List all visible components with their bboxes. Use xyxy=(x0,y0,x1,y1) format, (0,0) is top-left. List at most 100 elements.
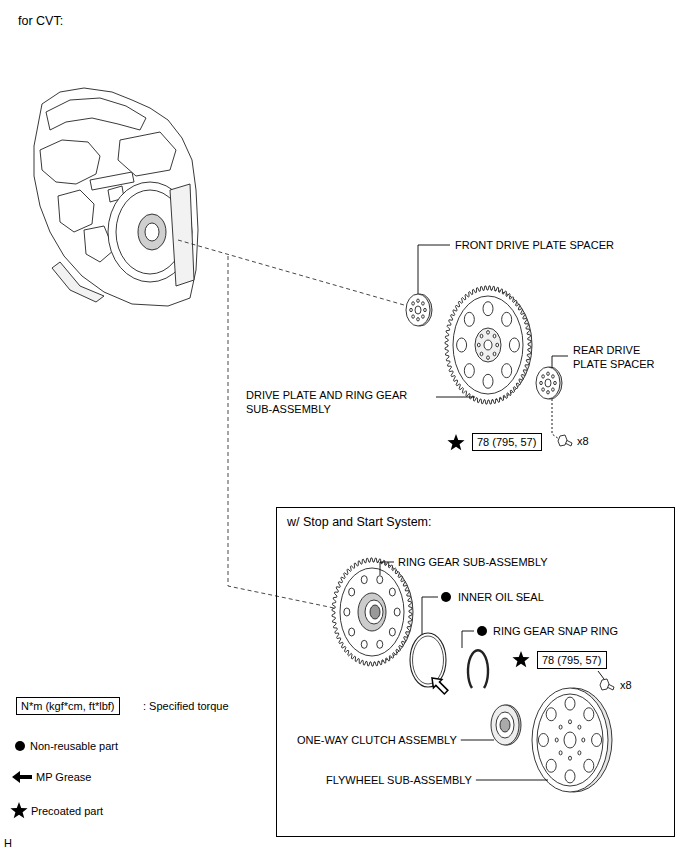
illustration-part xyxy=(491,705,519,745)
snap-ring xyxy=(468,650,488,688)
illustration-part xyxy=(496,712,514,738)
illustration-part xyxy=(546,759,556,772)
illustration-part xyxy=(547,372,550,375)
illustration-part xyxy=(349,628,355,636)
illustration-part xyxy=(480,352,483,356)
part-name: INNER OIL SEAL xyxy=(458,590,544,604)
illustration-part xyxy=(569,756,572,760)
illustration-part xyxy=(389,628,395,636)
illustration-part xyxy=(361,640,367,648)
illustration-part xyxy=(58,190,94,232)
illustration-part xyxy=(340,568,404,656)
illustration-part xyxy=(457,338,467,352)
figure-id: H xyxy=(4,836,12,850)
precoated-star xyxy=(512,651,529,667)
illustration-part xyxy=(487,356,490,360)
illustration-part xyxy=(592,734,602,747)
illustration-part xyxy=(545,379,551,387)
illustration-part xyxy=(349,588,355,596)
illustration-part xyxy=(377,576,383,584)
symbols xyxy=(10,434,529,818)
illustration-part xyxy=(464,312,474,326)
illustration-part xyxy=(536,367,560,399)
grease-arrow xyxy=(428,674,451,697)
illustration-part xyxy=(228,256,334,608)
illustration-part xyxy=(170,184,194,286)
illustration-part xyxy=(389,588,395,596)
node-text: N*m (kgf*cm, ft*lbf) xyxy=(21,699,115,713)
part-name: REAR DRIVE PLATE SPACER xyxy=(573,343,668,371)
precoated-star xyxy=(10,802,27,818)
torque-box: 78 (795, 57) xyxy=(537,651,607,669)
illustration-part xyxy=(578,751,581,755)
illustration-part xyxy=(565,697,575,710)
leader-line xyxy=(461,740,494,741)
illustration-part xyxy=(493,352,496,356)
illustration-part xyxy=(559,751,562,755)
illustration-part xyxy=(578,725,581,729)
illustration-part xyxy=(422,315,425,318)
illustration-part xyxy=(483,302,493,316)
illustration-part xyxy=(370,605,380,619)
illustration-part xyxy=(46,98,146,130)
illustration-part xyxy=(415,306,421,314)
illustration-part xyxy=(34,88,198,306)
leader-lines xyxy=(461,740,548,780)
illustration-part xyxy=(52,262,104,302)
non-reusable-dot xyxy=(15,741,25,751)
illustration-part xyxy=(500,718,510,732)
illustration-part xyxy=(598,671,604,679)
illustration-part xyxy=(90,172,134,190)
illustration-part xyxy=(582,738,585,742)
legend-text: MP Grease xyxy=(36,770,91,784)
illustration-part xyxy=(509,338,519,352)
torque-box: 78 (795, 57) xyxy=(472,433,542,451)
bolt xyxy=(600,679,614,690)
illustration-part xyxy=(138,214,166,250)
illustration-part xyxy=(365,600,383,624)
illustration-part xyxy=(569,720,572,724)
illustration-part xyxy=(484,340,492,350)
drive-plate xyxy=(445,286,532,404)
illustration-part xyxy=(487,331,490,335)
engine-illustration xyxy=(34,88,198,306)
parts xyxy=(332,286,614,792)
part-name: ONE-WAY CLUTCH ASSEMBLY xyxy=(297,733,457,747)
ring-gear xyxy=(332,558,413,666)
illustration-part xyxy=(475,328,501,362)
flywheel xyxy=(532,688,612,792)
illustration-part xyxy=(412,302,415,305)
illustration-part xyxy=(483,374,493,388)
illustration-part xyxy=(40,140,100,184)
legend-text: Precoated part xyxy=(31,804,103,818)
illustration-part xyxy=(417,318,420,321)
part-name: FLYWHEEL SUB-ASSEMBLY xyxy=(326,773,472,787)
illustration-part xyxy=(394,608,400,616)
illustration-part xyxy=(410,308,413,311)
illustration-part xyxy=(178,240,404,305)
illustration-part xyxy=(413,636,444,684)
option-area xyxy=(276,507,675,837)
illustration-part xyxy=(422,597,438,634)
illustration-part xyxy=(558,435,567,446)
grease-arrow xyxy=(12,771,32,783)
part-name: FRONT DRIVE PLATE SPACER xyxy=(455,238,614,252)
illustration-part xyxy=(332,558,412,666)
precoated-star xyxy=(447,434,464,450)
illustration-part xyxy=(344,608,350,616)
illustration-part xyxy=(477,343,480,347)
illustration-part xyxy=(547,391,550,394)
illustration-part xyxy=(600,679,609,690)
illustration-part xyxy=(552,356,568,368)
illustration-part xyxy=(559,725,562,729)
illustration-part xyxy=(358,593,386,631)
illustration-part xyxy=(502,364,512,378)
illustration-part xyxy=(453,296,523,394)
illustration-part xyxy=(546,708,556,721)
illustration-part xyxy=(555,738,558,742)
illustration-part xyxy=(418,245,450,294)
illustration-part xyxy=(445,286,531,404)
illustration-part xyxy=(480,334,483,338)
